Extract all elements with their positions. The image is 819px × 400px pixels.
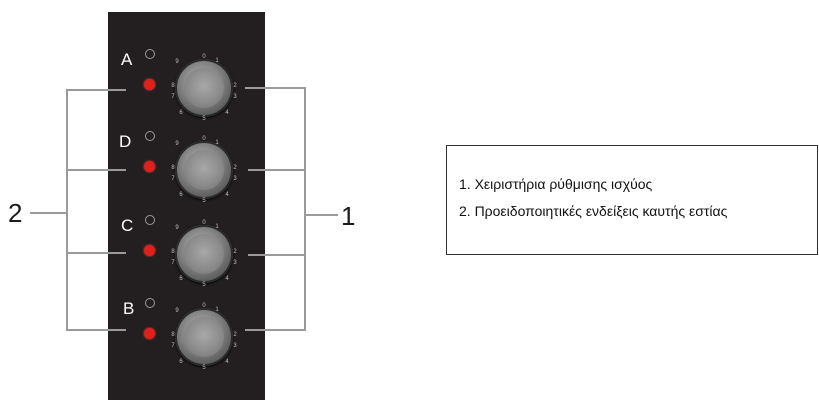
zone-letter-a: A	[121, 50, 133, 69]
legend-box: 1. Χειριστήρια ρύθμισης ισχύος 2. Προειδ…	[446, 145, 818, 255]
dial-tick-label: 5	[202, 198, 206, 204]
dial-tick-label: 1	[215, 58, 219, 64]
dial-tick-label: 6	[179, 110, 183, 116]
dial-tick-label: 4	[225, 192, 229, 198]
dial-tick-label: 2	[233, 165, 237, 171]
dial-tick-label: 7	[171, 94, 175, 100]
legend-item-2: 2. Προειδοποιητικές ενδείξεις καυτής εστ…	[459, 203, 728, 219]
dial-tick-label: 9	[175, 225, 179, 231]
hot-zone-warning-led	[144, 161, 155, 172]
callout-number-2: 2	[8, 198, 23, 228]
zone-letter-b: B	[123, 299, 135, 318]
dial-tick-label: 8	[171, 332, 175, 338]
leader-left-bracket	[66, 89, 126, 331]
dial-tick-label: 1	[215, 140, 219, 146]
dial-tick-label: 6	[179, 359, 183, 365]
hot-zone-warning-led	[144, 328, 155, 339]
dial-tick-label: 4	[225, 110, 229, 116]
zone-status-ring-icon	[145, 49, 155, 59]
dial-tick-label: 4	[225, 359, 229, 365]
power-control-knob[interactable]	[175, 59, 233, 117]
dial-tick-label: 0	[202, 220, 206, 226]
dial-tick-label: 0	[202, 303, 206, 309]
knob-cap	[184, 317, 224, 357]
zone-letter-c: C	[121, 216, 134, 235]
dial-tick-label: 6	[179, 192, 183, 198]
dial-tick-label: 7	[171, 260, 175, 266]
dial-tick-label: 5	[202, 116, 206, 122]
dial-tick-label: 3	[233, 343, 237, 349]
dial-tick-label: 2	[233, 83, 237, 89]
dial-tick-label: 6	[179, 276, 183, 282]
dial-tick-label: 9	[175, 308, 179, 314]
dial-tick-label: 2	[233, 332, 237, 338]
dial-tick-label: 9	[175, 59, 179, 65]
zone-status-ring-icon	[145, 131, 155, 141]
power-control-knob[interactable]	[175, 225, 233, 283]
dial-tick-label: 1	[215, 307, 219, 313]
dial-tick-label: 0	[202, 54, 206, 60]
dial-tick-label: 3	[233, 176, 237, 182]
zone-status-ring-icon	[145, 298, 155, 308]
dial-tick-label: 0	[202, 136, 206, 142]
dial-tick-label: 8	[171, 83, 175, 89]
dial-tick-label: 7	[171, 176, 175, 182]
knob-cap	[184, 68, 224, 108]
power-control-knob[interactable]	[175, 141, 233, 199]
knob-cap	[184, 150, 224, 190]
dial-tick-label: 8	[171, 249, 175, 255]
hot-zone-warning-led	[144, 79, 155, 90]
hot-zone-warning-led	[144, 245, 155, 256]
dial-tick-label: 4	[225, 276, 229, 282]
dial-tick-label: 3	[233, 94, 237, 100]
dial-tick-label: 5	[202, 282, 206, 288]
dial-tick-label: 8	[171, 165, 175, 171]
dial-tick-label: 1	[215, 224, 219, 230]
dial-tick-label: 2	[233, 249, 237, 255]
power-control-knob[interactable]	[175, 308, 233, 366]
callout-number-1: 1	[341, 201, 356, 231]
dial-tick-label: 3	[233, 260, 237, 266]
knob-cap	[184, 234, 224, 274]
dial-tick-label: 5	[202, 365, 206, 371]
dial-tick-label: 7	[171, 343, 175, 349]
zone-status-ring-icon	[145, 215, 155, 225]
legend-item-1: 1. Χειριστήρια ρύθμισης ισχύος	[459, 176, 653, 192]
leader-right-bracket	[245, 87, 306, 331]
zone-letter-d: D	[119, 132, 132, 151]
dial-tick-label: 9	[175, 141, 179, 147]
